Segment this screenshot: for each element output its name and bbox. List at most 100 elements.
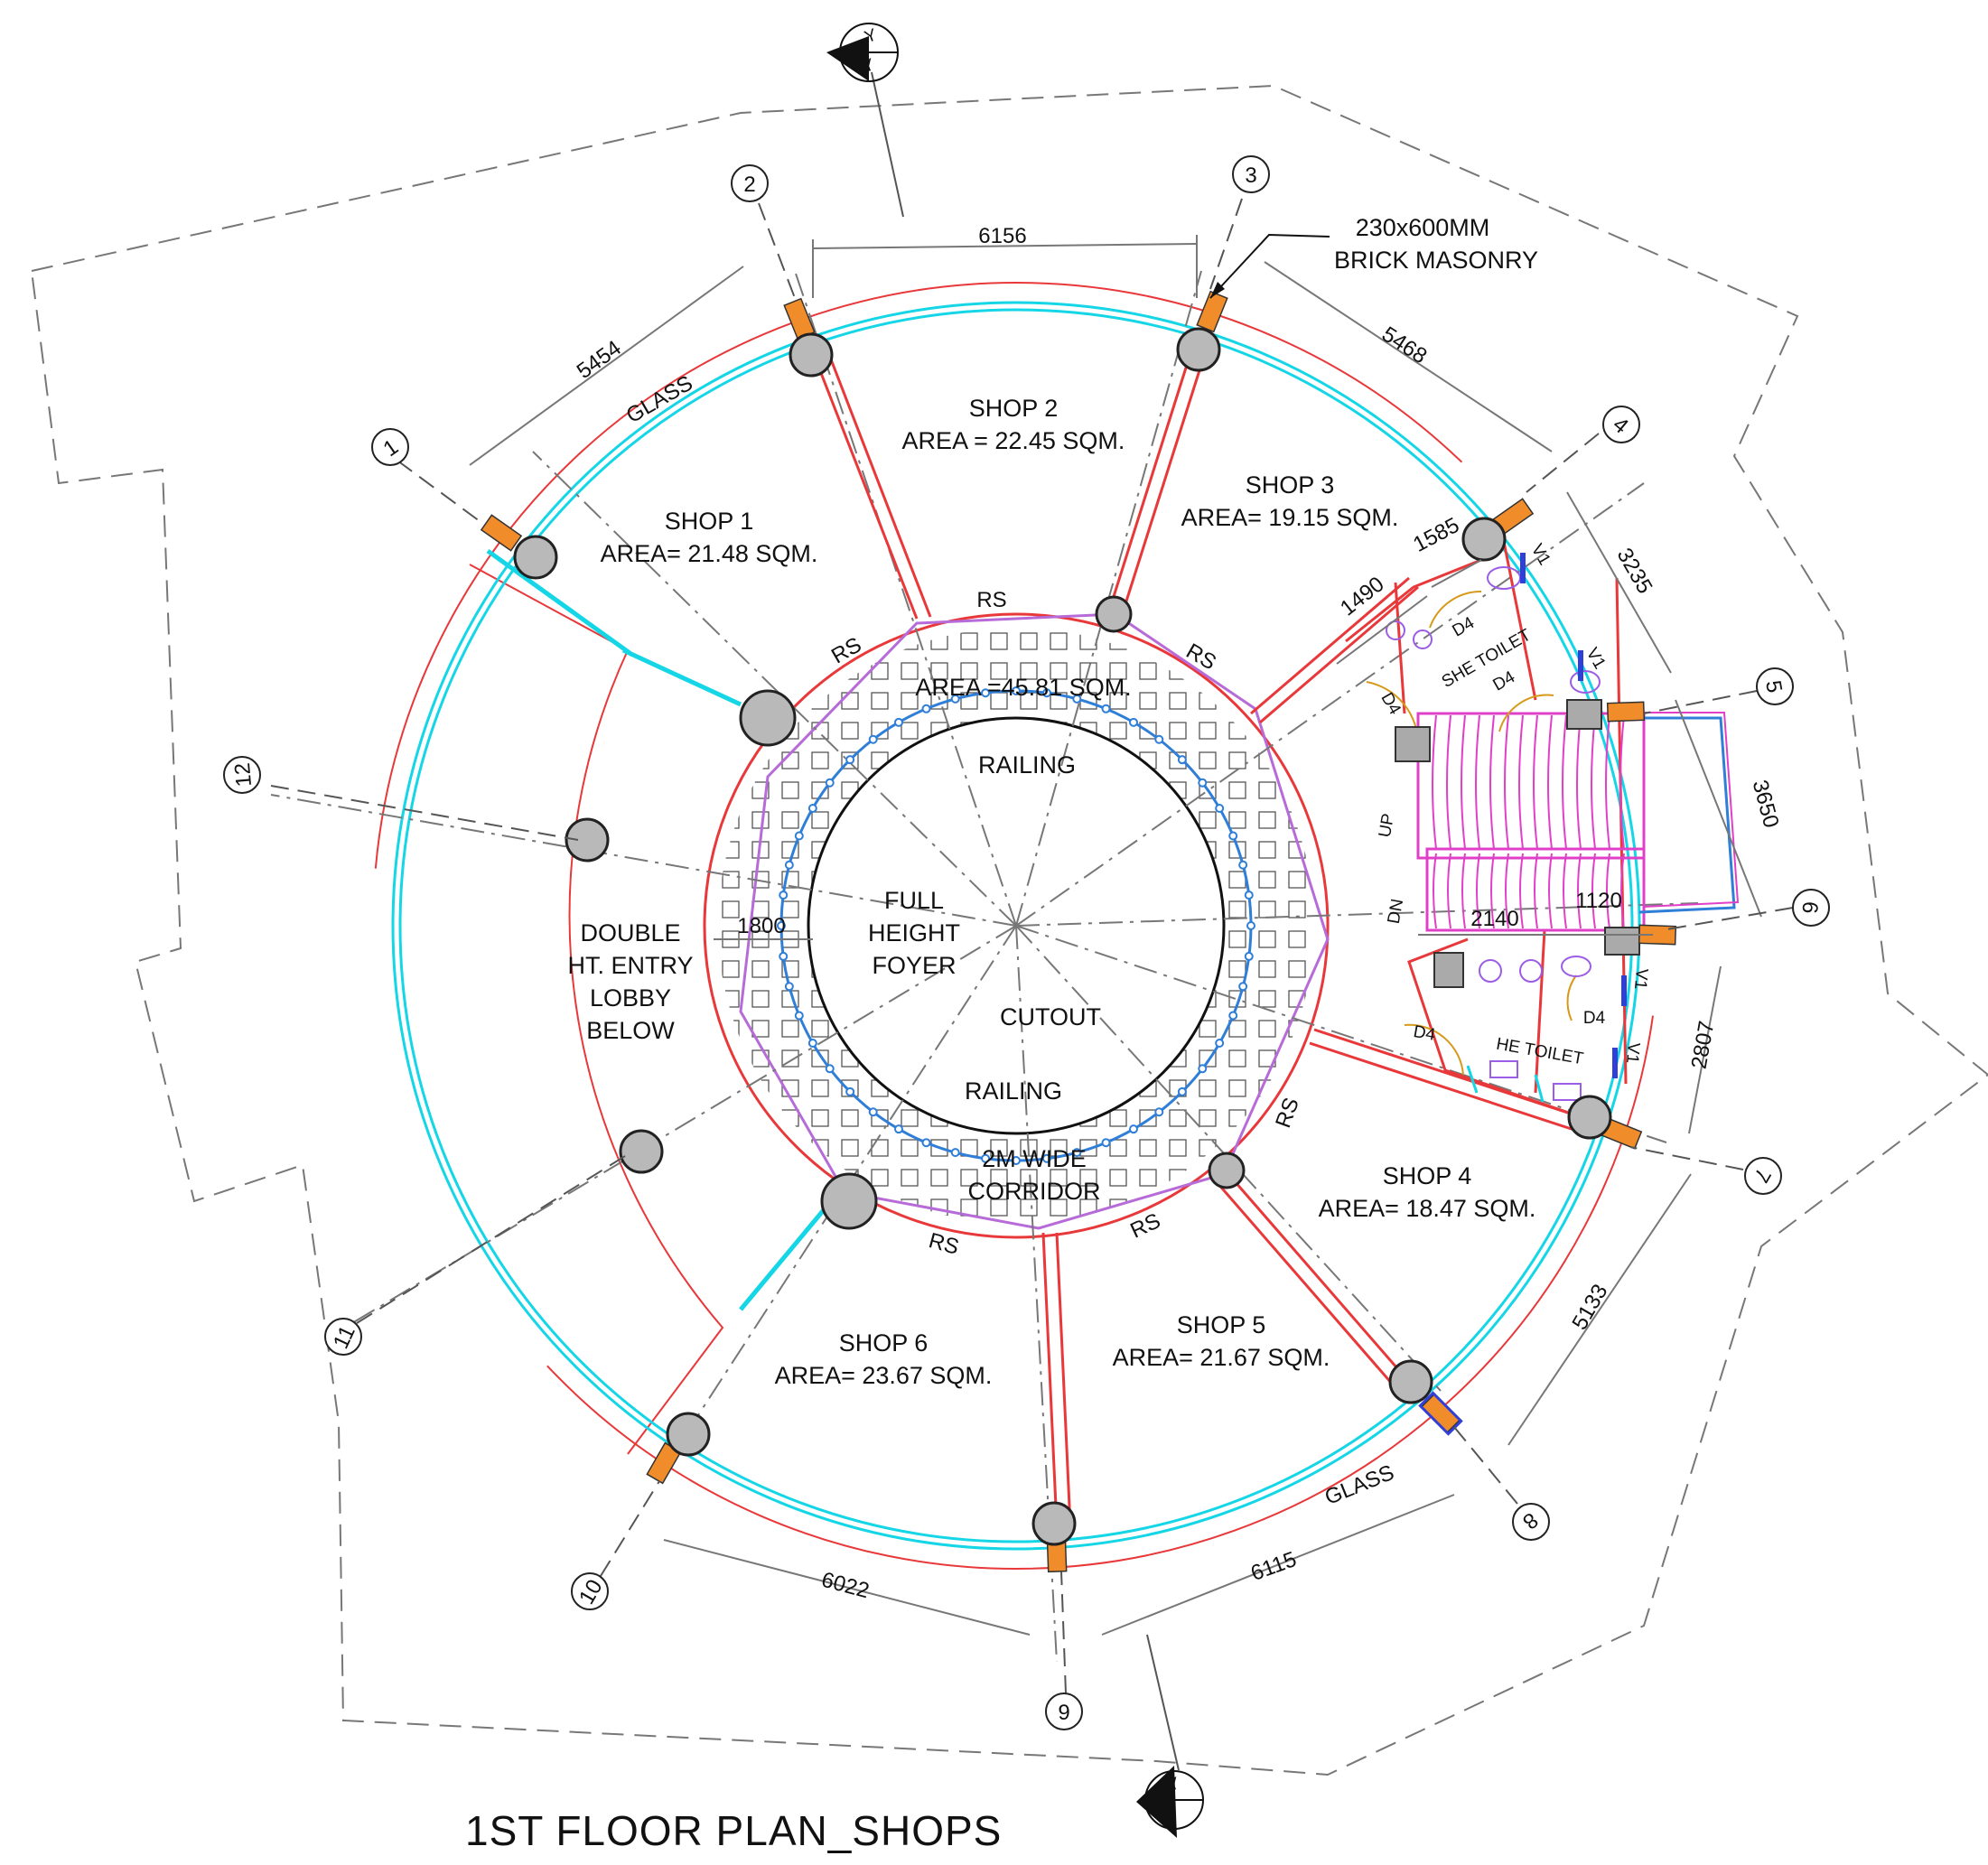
dimension-lines xyxy=(469,235,1762,1636)
railing-post xyxy=(1246,921,1255,930)
railing-post xyxy=(1177,1086,1187,1096)
grid-bubbles xyxy=(223,155,1830,1730)
section-marker-top: Y Y xyxy=(826,23,899,82)
grid-label-12: 12 xyxy=(230,761,257,788)
railing-post xyxy=(1198,778,1208,788)
railing-post xyxy=(1154,1107,1164,1117)
railing-post xyxy=(950,1148,960,1158)
stair-dn: DN xyxy=(1385,898,1407,926)
door-d4-2: D4 xyxy=(1489,667,1518,695)
railing-post xyxy=(981,1153,991,1163)
stair-tread xyxy=(1619,714,1625,850)
lobby-line2: HT. ENTRY xyxy=(567,952,693,979)
cutout-label: CUTOUT xyxy=(1000,1003,1101,1030)
stair-tread xyxy=(1591,714,1596,850)
corridor-line2: CORRIDOR xyxy=(968,1178,1101,1205)
railing-label-top: RAILING xyxy=(978,751,1076,779)
glass-label-bottom: GLASS xyxy=(1321,1460,1397,1510)
railing-post xyxy=(784,982,794,992)
railing-label-bottom: RAILING xyxy=(965,1077,1062,1105)
dim-1585: 1585 xyxy=(1409,513,1463,557)
dim-2807: 2807 xyxy=(1687,1019,1720,1070)
foyer-line2: HEIGHT xyxy=(868,919,960,946)
outer-envelope-line xyxy=(469,564,724,1455)
railing-post xyxy=(1041,688,1051,698)
railing-post xyxy=(1177,755,1187,765)
shop4-area: AREA= 18.47 SQM. xyxy=(1319,1195,1536,1222)
grid-label-3: 3 xyxy=(1245,163,1256,188)
railing-post xyxy=(921,1138,931,1148)
stair-tread xyxy=(1620,853,1625,929)
door-d4-3: D4 xyxy=(1377,689,1405,718)
lobby-line4: BELOW xyxy=(586,1017,675,1044)
dim-6022: 6022 xyxy=(819,1568,873,1604)
shop4-name: SHOP 4 xyxy=(1383,1162,1472,1189)
railing-post xyxy=(794,831,804,841)
railing-post xyxy=(784,860,794,870)
corridor-tile-hatch xyxy=(717,628,1314,1224)
she-toilet-label: SHE TOILET xyxy=(1439,625,1535,691)
drawing-title: 1ST FLOOR PLAN_SHOPS xyxy=(465,1807,1002,1854)
shop-partition-walls xyxy=(811,347,1591,1527)
toilet-stair-block xyxy=(1345,539,1740,1122)
railing-post xyxy=(921,704,931,713)
stair-tread xyxy=(1447,853,1451,929)
vent-v1-4: V1 xyxy=(1622,1041,1643,1064)
stair-tread xyxy=(1562,714,1567,850)
railing-post xyxy=(794,1011,804,1021)
section-line-bottom xyxy=(1146,1634,1180,1771)
masonry-line2: BRICK MASONRY xyxy=(1334,247,1538,274)
railing-post xyxy=(1228,1011,1238,1021)
lobby-line1: DOUBLE xyxy=(580,919,680,946)
railing-post xyxy=(1101,704,1111,713)
vent-v1-3: V1 xyxy=(1630,967,1651,990)
railing-post xyxy=(1072,694,1082,704)
rs-ridge-line xyxy=(739,612,1330,1230)
rs-label-upper-right: RS xyxy=(1182,639,1220,675)
railing-post xyxy=(868,1107,878,1117)
railing-post xyxy=(981,688,991,698)
stair-tread xyxy=(1606,853,1610,929)
foyer-line3: FOYER xyxy=(872,952,956,979)
lobby-line3: LOBBY xyxy=(590,984,671,1012)
vent-v1-2: V1 xyxy=(1582,645,1610,673)
rs-label-upper-left: RS xyxy=(827,632,865,668)
dim-5133: 5133 xyxy=(1567,1280,1612,1334)
lobby-glass-wall xyxy=(486,548,833,1311)
door-d4-4: D4 xyxy=(1412,1022,1437,1045)
grid-label-6: 6 xyxy=(1797,900,1822,915)
stair-tread xyxy=(1576,714,1582,850)
stair-tread xyxy=(1577,853,1582,929)
section-marker-bottom: Y Y xyxy=(1136,1766,1204,1838)
railing-post xyxy=(779,951,789,961)
railing-post xyxy=(807,804,817,813)
stair-tread xyxy=(1461,853,1466,929)
dim-1120: 1120 xyxy=(1575,889,1622,913)
door-d4-1: D4 xyxy=(1449,613,1478,641)
railing-post xyxy=(950,694,960,704)
corridor-area: AREA =45.81 SQM. xyxy=(915,674,1131,701)
railing-post xyxy=(894,717,903,727)
dim-6115: 6115 xyxy=(1247,1547,1300,1586)
vent-v1-1: V1 xyxy=(1527,541,1554,569)
shop3-area: AREA= 19.15 SQM. xyxy=(1181,504,1399,531)
masonry-leader-arrow xyxy=(1210,282,1225,298)
railing-post xyxy=(845,755,855,765)
grid-label-9: 9 xyxy=(1058,1701,1069,1725)
shop3-name: SHOP 3 xyxy=(1246,471,1335,499)
dim-3235: 3235 xyxy=(1612,544,1657,598)
stair-tread xyxy=(1547,714,1553,850)
dim-3650: 3650 xyxy=(1748,778,1784,831)
stair-tread xyxy=(1548,853,1553,929)
stair-tread xyxy=(1563,853,1567,929)
masonry-line1: 230x600MM xyxy=(1356,214,1490,241)
outer-envelope-arc xyxy=(372,282,1660,1570)
railing-post xyxy=(1238,860,1248,870)
stair-tread xyxy=(1433,853,1437,929)
railing-post xyxy=(1238,982,1248,992)
railing-post xyxy=(777,921,786,930)
shop1-area: AREA= 21.48 SQM. xyxy=(601,540,818,567)
brick-masonry-piers xyxy=(480,290,1677,1573)
glass-facade-inner xyxy=(398,308,1634,1543)
